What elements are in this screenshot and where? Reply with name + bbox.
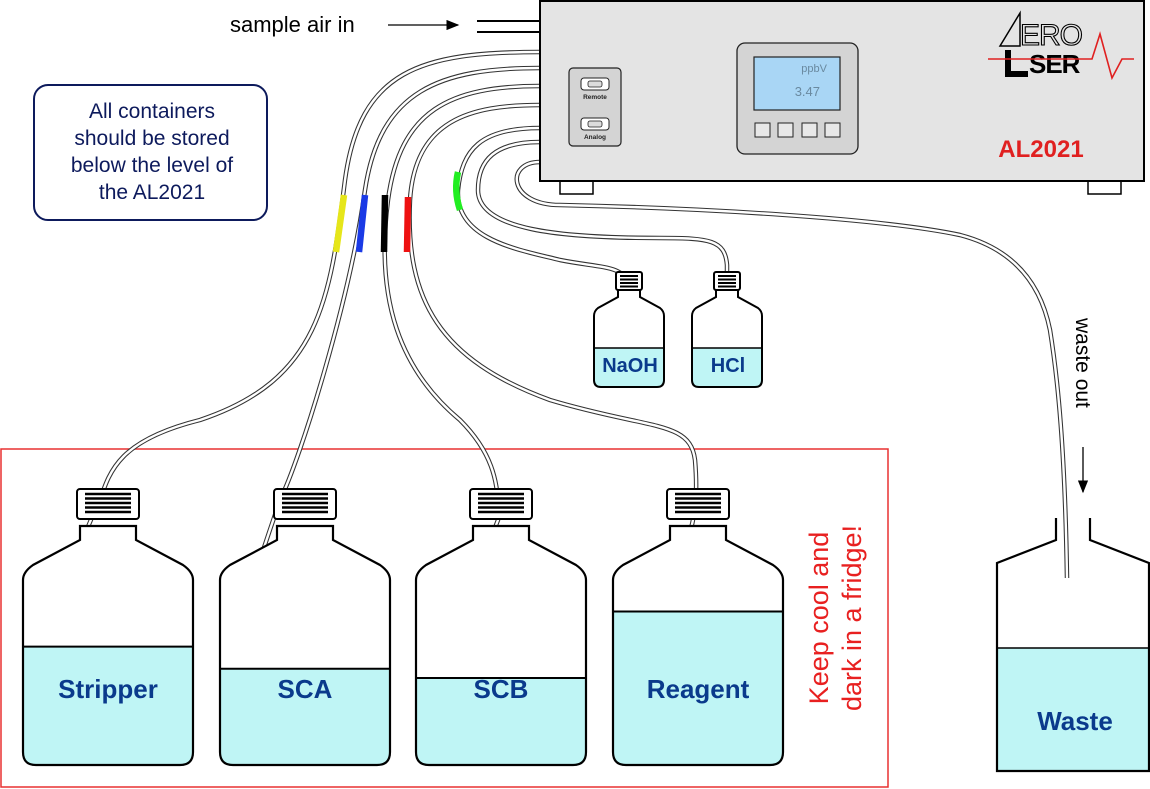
storage-note: All containers should be stored below th…	[33, 84, 268, 221]
bottle-hcl-label: HCl	[711, 355, 745, 377]
storage-note-line-2: should be stored	[74, 127, 229, 150]
storage-note-line-4: the AL2021	[99, 181, 205, 204]
aerolaser-logo: ERO SER	[988, 10, 1134, 81]
analog-port-label: Analog	[584, 134, 606, 141]
fridge-note-line-2: dark in a fridge!	[837, 525, 867, 711]
bottle-sca-label: SCA	[278, 674, 333, 704]
bottle-hcl-liquid	[692, 347, 762, 387]
bottle-reagent-liquid	[613, 611, 783, 765]
bottle-reagent-label: Reagent	[647, 674, 750, 704]
bottle-sca: SCA	[218, 488, 392, 767]
tube-marker-green	[453, 171, 464, 212]
logo-top-text: ERO	[1020, 19, 1082, 52]
fridge-note-line-1: Keep cool and	[804, 532, 834, 705]
bottle-scb: SCB	[414, 488, 588, 767]
bottle-stripper: Stripper	[21, 488, 195, 767]
tube-waste	[514, 159, 1070, 579]
fridge-border	[0, 448, 889, 788]
sample-air-in-label: sample air in	[230, 12, 355, 37]
bottle-sca-liquid	[220, 668, 390, 765]
sample-air-in: sample air in	[230, 12, 540, 37]
bottle-naoh: NaOH	[593, 271, 665, 388]
analog-port[interactable]: Analog	[580, 117, 610, 141]
display-button-4[interactable]	[824, 122, 841, 138]
logo-bottom-text: SER	[1029, 49, 1081, 79]
tube-markers	[332, 171, 464, 253]
display-button-2[interactable]	[777, 122, 794, 138]
bottle-naoh-label: NaOH	[602, 355, 658, 377]
display-button-1[interactable]	[754, 122, 771, 138]
bottle-waste-liquid	[997, 648, 1149, 771]
tube-marker-red	[403, 196, 412, 253]
storage-note-box	[33, 84, 268, 221]
lcd-screen	[753, 56, 841, 111]
bottle-waste: Waste	[995, 518, 1150, 773]
display-unit: ppbV	[801, 63, 827, 75]
tube-marker-yellow	[332, 194, 348, 253]
bottle-scb-label: SCB	[474, 674, 529, 704]
tube-naoh	[455, 125, 631, 350]
logo-pulse-line	[988, 31, 1134, 81]
tube-hcl	[475, 139, 730, 350]
bottle-stripper-liquid	[23, 646, 193, 765]
storage-note-line-1: All containers	[89, 100, 215, 123]
bottle-scb-liquid	[416, 678, 586, 765]
remote-port[interactable]: Remote	[580, 77, 610, 101]
logo-triangle-a	[998, 10, 1021, 47]
al2021-device: Remote Analog ppbV 3.47 ERO SER AL2021	[539, 0, 1145, 195]
device-foot-right	[1087, 179, 1122, 195]
device-model: AL2021	[998, 136, 1083, 163]
bottle-stripper-label: Stripper	[58, 674, 158, 704]
bottle-naoh-liquid	[594, 347, 664, 387]
bottle-hcl: HCl	[691, 271, 763, 388]
waste-out: waste out	[1071, 317, 1094, 494]
storage-note-line-3: below the level of	[71, 154, 233, 177]
display-button-3[interactable]	[801, 122, 818, 138]
bottle-naoh-body	[593, 289, 665, 388]
tube-marker-blue	[355, 194, 369, 253]
remote-port-label: Remote	[583, 94, 607, 101]
waste-out-label: waste out	[1071, 317, 1094, 408]
device-foot-left	[559, 179, 594, 195]
fridge-area: Keep cool and dark in a fridge!	[0, 448, 889, 788]
logo-l-mark	[1005, 50, 1028, 77]
bottle-waste-label: Waste	[1037, 706, 1113, 736]
bottle-reagent: Reagent	[611, 488, 785, 767]
display-value: 3.47	[795, 84, 820, 99]
tube-marker-black	[380, 194, 389, 253]
bottle-waste-body	[995, 518, 1150, 773]
bottle-hcl-body	[691, 289, 763, 388]
